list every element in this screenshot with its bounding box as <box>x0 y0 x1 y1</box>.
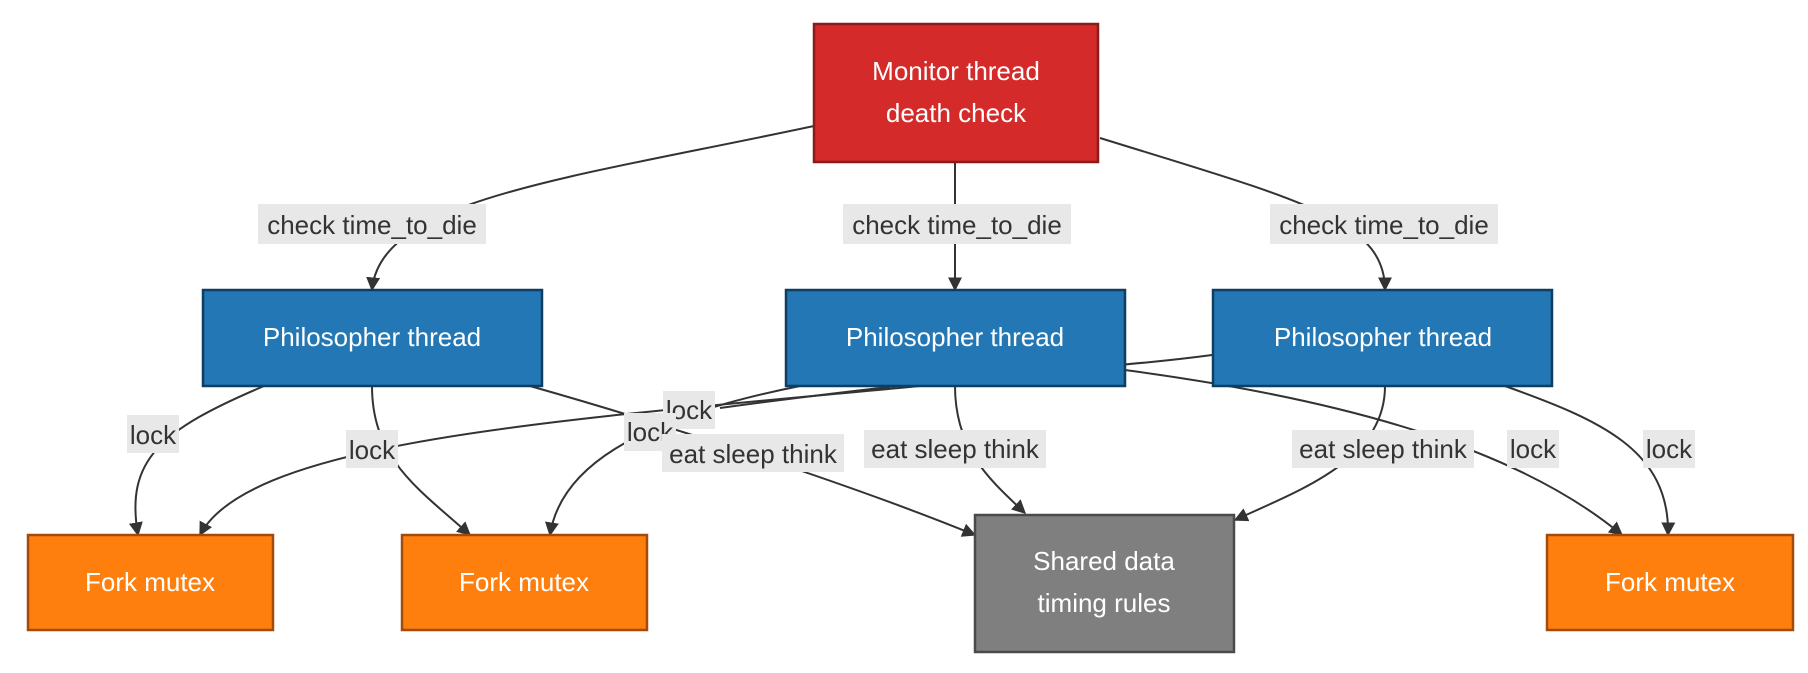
label-p2-eat-text: eat sleep think <box>871 434 1040 464</box>
node-philosopher-1-label: Philosopher thread <box>263 322 481 352</box>
node-fork-2[interactable]: Fork mutex <box>400 533 649 632</box>
label-check-3-text: check time_to_die <box>1279 210 1489 240</box>
label-p1-eat-text: eat sleep think <box>669 439 838 469</box>
edge-p3-eat-shared <box>1233 385 1386 522</box>
node-monitor-line2: death check <box>886 98 1027 128</box>
edge-p2-lock-fork-1 <box>199 385 921 537</box>
node-fork-1[interactable]: Fork mutex <box>26 533 275 632</box>
label-p3-lock-f3b-text: lock <box>1646 434 1693 464</box>
label-p3-lock-f3a: lock <box>1507 430 1559 468</box>
edge-monitor-to-philosopher-1 <box>366 125 815 292</box>
label-p1-lock-f1: lock <box>127 415 179 453</box>
label-p3-eat-text: eat sleep think <box>1299 434 1468 464</box>
label-p3-lock-f3a-text: lock <box>1510 434 1557 464</box>
label-check-3: check time_to_die <box>1270 204 1498 244</box>
node-fork-2-label: Fork mutex <box>459 567 589 597</box>
node-fork-3[interactable]: Fork mutex <box>1545 533 1795 632</box>
node-fork-1-label: Fork mutex <box>85 567 215 597</box>
edge-p2-lock-fork-2 <box>545 385 801 537</box>
label-check-2: check time_to_die <box>843 204 1071 244</box>
label-check-1-text: check time_to_die <box>267 210 477 240</box>
edge-p1-lock-fork-1 <box>128 385 265 537</box>
edge-labels: check time_to_die check time_to_die chec… <box>127 204 1695 472</box>
node-monitor-line1: Monitor thread <box>872 56 1040 86</box>
node-philosopher-3-label: Philosopher thread <box>1274 322 1492 352</box>
label-p1-eat: eat sleep think <box>662 434 844 472</box>
label-check-1: check time_to_die <box>258 204 486 244</box>
label-p1-lock-f1-text: lock <box>130 420 177 450</box>
edge-p3-lock-fork-3 <box>1504 385 1676 537</box>
node-philosopher-2[interactable]: Philosopher thread <box>784 288 1127 388</box>
edge-p1-lock-fork-2 <box>371 385 472 536</box>
label-p1-lock-f2: lock <box>346 430 398 468</box>
label-p2-eat: eat sleep think <box>864 430 1046 468</box>
node-shared-data[interactable]: Shared data timing rules <box>973 513 1236 654</box>
label-p3-lock-f3b: lock <box>1643 430 1695 468</box>
label-p3-eat: eat sleep think <box>1292 430 1474 468</box>
node-philosopher-2-label: Philosopher thread <box>846 322 1064 352</box>
node-fork-3-label: Fork mutex <box>1605 567 1735 597</box>
node-monitor[interactable]: Monitor thread death check <box>812 22 1100 164</box>
node-shared-line1: Shared data <box>1033 546 1175 576</box>
node-philosopher-3[interactable]: Philosopher thread <box>1211 288 1554 388</box>
node-philosopher-1[interactable]: Philosopher thread <box>201 288 544 388</box>
label-check-2-text: check time_to_die <box>852 210 1062 240</box>
label-p1-lock-f2-text: lock <box>349 435 396 465</box>
node-shared-line2: timing rules <box>1038 588 1171 618</box>
